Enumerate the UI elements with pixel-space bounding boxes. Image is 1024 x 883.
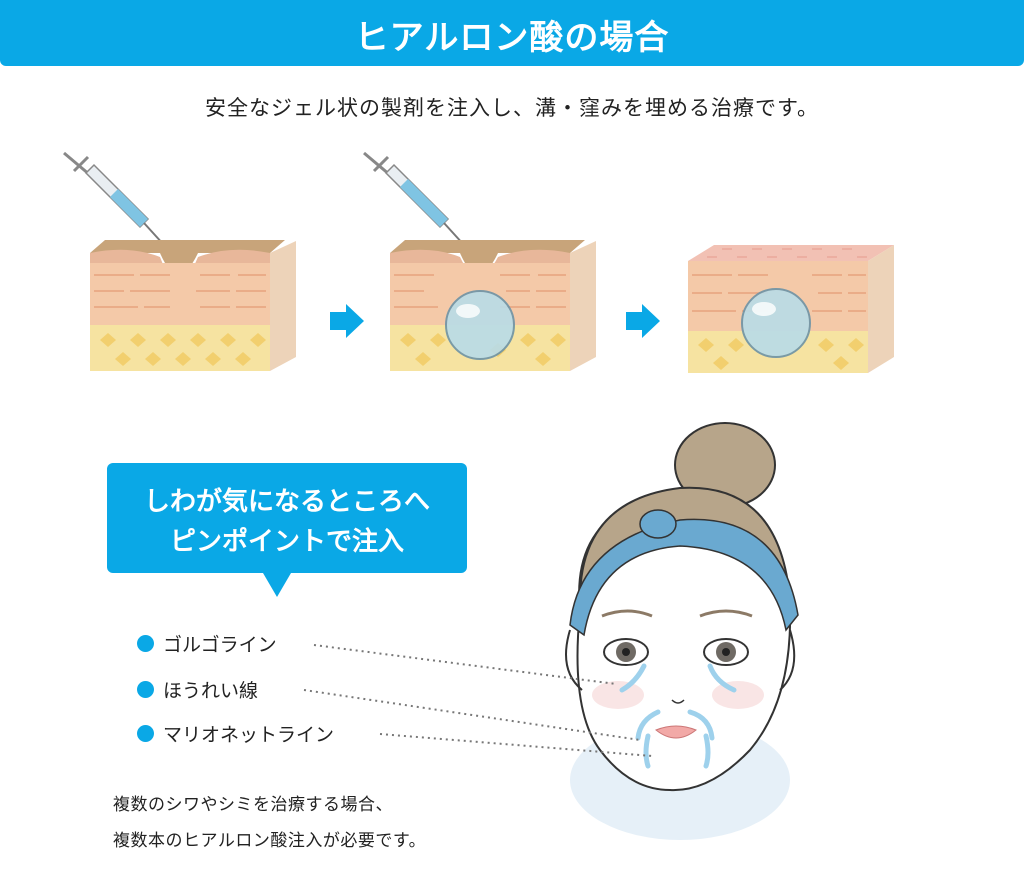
callout-line-1: しわが気になるところへ [143,487,430,517]
skin-stage-3 [688,245,894,373]
bullet-dot-icon [137,635,154,652]
bullet-label: ほうれい線 [163,680,259,702]
gel-droplet-icon [445,290,515,360]
bullet-golgo-line: ゴルゴライン [137,630,277,657]
callout-box: しわが気になるところへ ピンポイントで注入 [107,463,467,573]
syringe-icon [363,151,465,246]
syringe-icon [63,151,165,246]
callout-line-2: ピンポイントで注入 [169,527,404,557]
arrow-right-icon [330,304,364,338]
bullet-marionette-line: マリオネットライン [137,720,334,747]
skin-stage-2 [363,151,596,371]
skin-stage-1 [63,151,296,371]
face-illustration [565,422,799,840]
leader-lines [303,644,653,757]
gel-droplet-icon [741,288,811,358]
bullet-label: マリオネットライン [163,724,335,746]
header-banner: ヒアルロン酸の場合 [0,0,1024,66]
bullet-dot-icon [137,681,154,698]
page-title: ヒアルロン酸の場合 [354,18,670,58]
bullet-nasolabial-line: ほうれい線 [137,676,258,703]
footnote-line-1: 複数のシワやシミを治療する場合、 [113,795,393,815]
arrow-right-icon [626,304,660,338]
bullet-label: ゴルゴライン [163,634,277,656]
bullet-dot-icon [137,725,154,742]
subtitle: 安全なジェル状の製剤を注入し、溝・窪みを埋める治療です。 [205,96,819,120]
callout-tail [263,573,291,597]
footnote-line-2: 複数本のヒアルロン酸注入が必要です。 [113,831,427,851]
